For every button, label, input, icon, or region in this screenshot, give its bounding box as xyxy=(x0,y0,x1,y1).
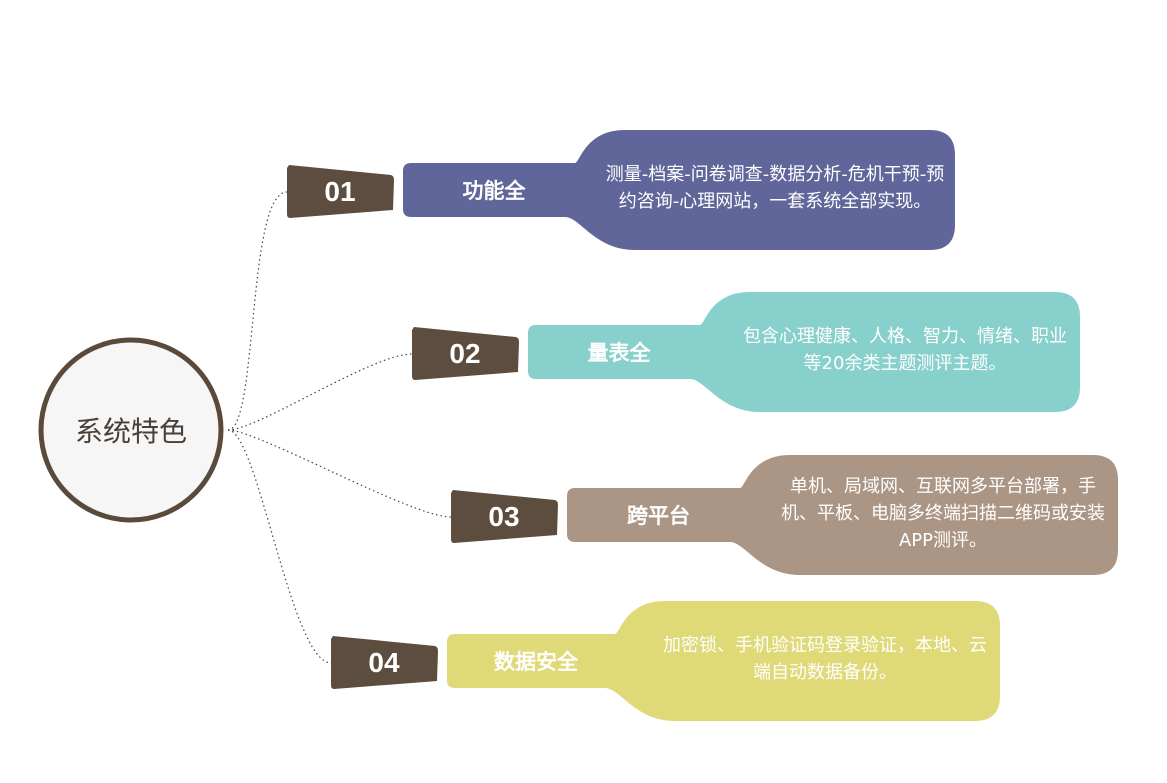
feature-title-02: 量表全 xyxy=(587,341,651,365)
connector-line xyxy=(227,429,452,518)
feature-number-04: 04 xyxy=(368,647,400,678)
feature-desc-03: 单机、局域网、互联网多平台部署，手机、平板、电脑多终端扫描二维码或安装APP测评… xyxy=(781,475,1105,551)
feature-number-02: 02 xyxy=(449,338,481,369)
feature-number-01: 01 xyxy=(324,176,356,207)
feature-bottle-shape xyxy=(447,601,1000,721)
feature-number-badge xyxy=(331,636,438,689)
feature-title-01: 功能全 xyxy=(462,179,526,203)
connector-line xyxy=(227,353,413,431)
feature-number-badge xyxy=(412,327,519,380)
feature-bottle-shape xyxy=(528,292,1080,412)
center-node-circle xyxy=(38,337,224,523)
feature-desc-01: 测量-档案-问卷调查-数据分析-危机干预-预约咨询-心理网站，一套系统全部实现。 xyxy=(605,164,945,212)
feature-title-03: 跨平台 xyxy=(627,504,690,528)
center-node-label: 系统特色 xyxy=(74,415,187,448)
connector-line xyxy=(227,191,288,431)
feature-number-badge xyxy=(451,490,558,543)
feature-title-04: 数据安全 xyxy=(494,650,578,674)
connector-line xyxy=(227,429,332,664)
feature-bottle-shape xyxy=(403,130,955,250)
feature-bottle-shape xyxy=(567,455,1118,575)
feature-number-badge xyxy=(287,165,394,218)
feature-number-03: 03 xyxy=(488,501,520,532)
feature-desc-02: 包含心理健康、人格、智力、情绪、职业等20余类主题测评主题。 xyxy=(743,326,1067,374)
feature-desc-04: 加密锁、手机验证码登录验证，本地、云端自动数据备份。 xyxy=(663,635,987,683)
